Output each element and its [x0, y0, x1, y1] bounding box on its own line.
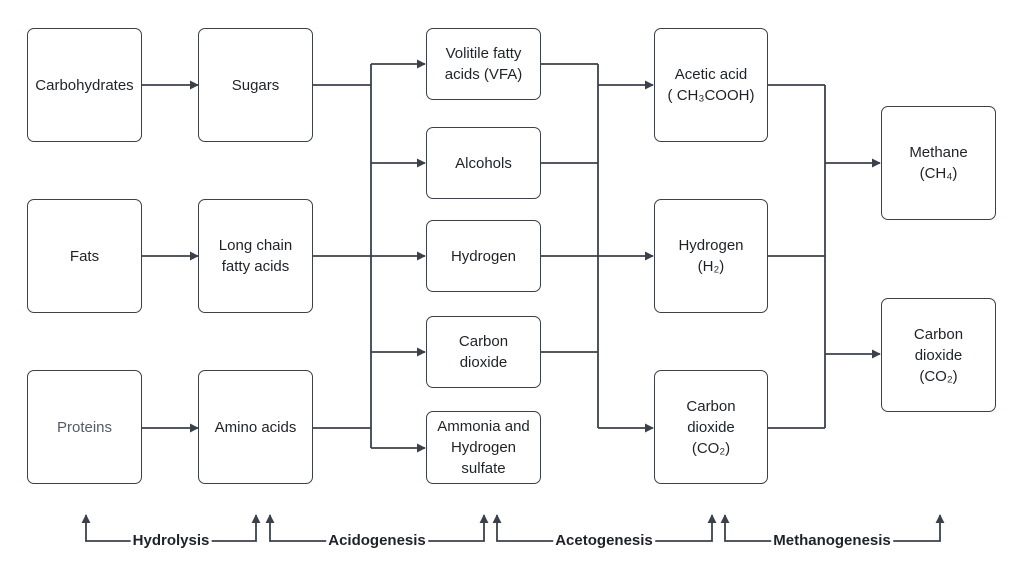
- ammonia-label-1: Ammonia and: [437, 418, 530, 435]
- box-carbon-dioxide-mid: Carbon dioxide: [426, 316, 541, 388]
- co2-right-label-1: Carbon: [686, 397, 736, 415]
- h2-label-2: (H₂): [697, 258, 725, 275]
- box-methane: Methane (CH₄): [881, 106, 996, 220]
- box-hydrogen-mid: Hydrogen: [426, 220, 541, 292]
- stage-label-acidogenesis: Acidogenesis: [326, 532, 428, 550]
- co2-mid-label-1: Carbon: [458, 333, 509, 350]
- co2-right-label-2: dioxide: [687, 418, 735, 436]
- hydrogen-mid-label: Hydrogen: [450, 247, 517, 265]
- box-fats: Fats: [27, 199, 142, 313]
- box-long-chain-fatty-acids: Long chain fatty acids: [198, 199, 313, 313]
- co2-mid-label-2: dioxide: [459, 354, 508, 371]
- co2-right-label-3: (CO₂): [691, 439, 731, 457]
- h2-label-1: Hydrogen: [678, 237, 744, 254]
- co2-final-label-2: dioxide: [914, 346, 963, 364]
- stage-label-hydrolysis: Hydrolysis: [130, 532, 212, 550]
- vfa-label-2: acids (VFA): [444, 66, 523, 83]
- box-hydrogen-h2: Hydrogen (H₂): [654, 199, 768, 313]
- amino-acids-label: Amino acids: [214, 418, 297, 436]
- sugars-label: Sugars: [231, 76, 280, 94]
- ammonia-label-2: Hydrogen: [450, 439, 517, 456]
- proteins-label: Proteins: [56, 418, 113, 436]
- box-proteins: Proteins: [27, 370, 142, 484]
- box-carbon-dioxide-final: Carbon dioxide (CO₂): [881, 298, 996, 412]
- box-volatile-fatty-acids: Volitile fatty acids (VFA): [426, 28, 541, 100]
- acetic-label-2: ( CH₃COOH): [667, 87, 755, 104]
- long-chain-label-1: Long chain: [218, 237, 293, 254]
- box-carbon-dioxide-co2: Carbon dioxide (CO₂): [654, 370, 768, 484]
- fats-label: Fats: [69, 247, 100, 265]
- carbohydrates-label: Carbohydrates: [35, 76, 134, 94]
- box-amino-acids: Amino acids: [198, 370, 313, 484]
- box-ammonia-hydrogen-sulfate: Ammonia and Hydrogen sulfate: [426, 411, 541, 484]
- ammonia-label-3: sulfate: [461, 460, 506, 477]
- methane-label-1: Methane: [909, 144, 968, 161]
- co2-final-label-3: (CO₂): [919, 367, 958, 385]
- co2-final-label-1: Carbon: [913, 325, 964, 343]
- box-carbohydrates: Carbohydrates: [27, 28, 142, 142]
- box-acetic-acid: Acetic acid ( CH₃COOH): [654, 28, 768, 142]
- vfa-label-1: Volitile fatty: [445, 45, 522, 62]
- box-alcohols: Alcohols: [426, 127, 541, 199]
- stage-label-acetogenesis: Acetogenesis: [553, 532, 655, 550]
- long-chain-label-2: fatty acids: [221, 258, 290, 275]
- alcohols-label: Alcohols: [455, 154, 512, 172]
- methane-label-2: (CH₄): [919, 165, 958, 182]
- acetic-label-1: Acetic acid: [674, 66, 748, 83]
- box-sugars: Sugars: [198, 28, 313, 142]
- stage-label-methanogenesis: Methanogenesis: [771, 532, 893, 550]
